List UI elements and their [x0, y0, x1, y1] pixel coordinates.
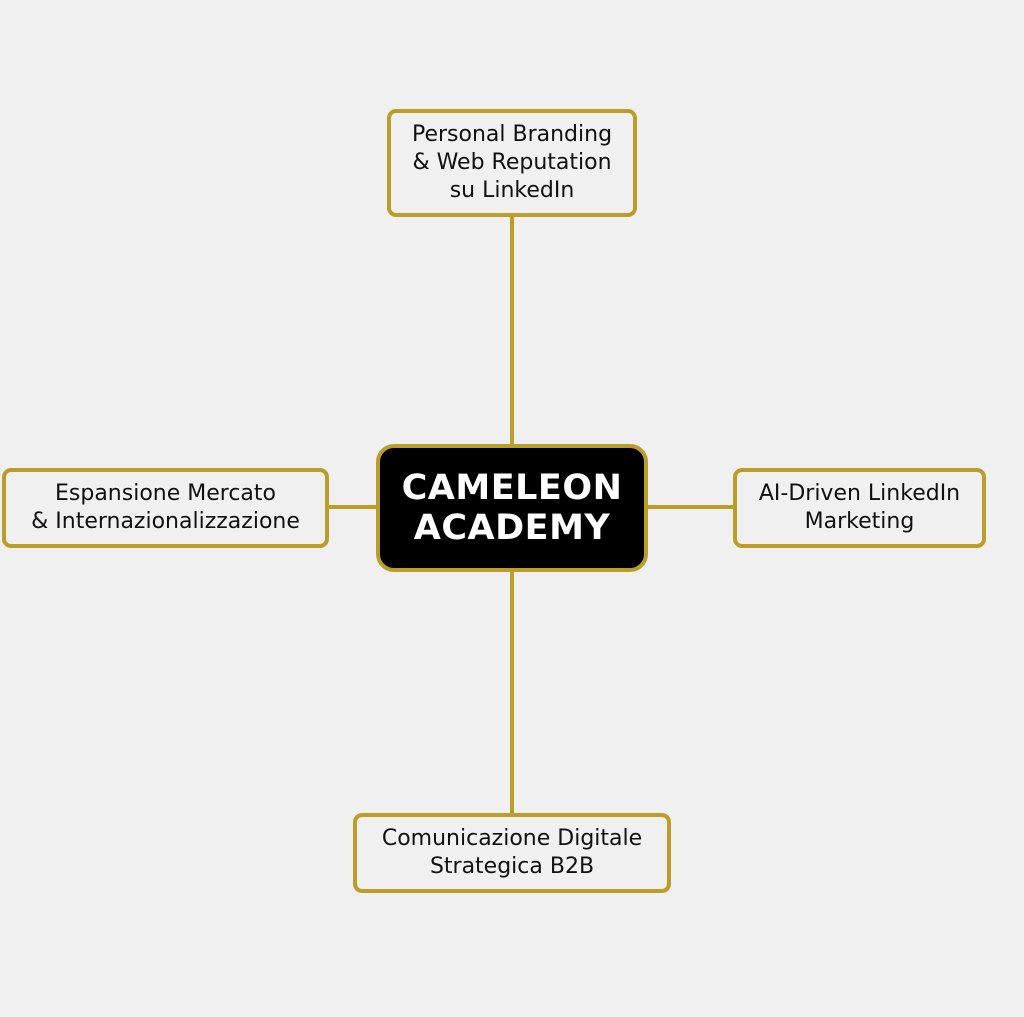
node-label: Personal Branding & Web Reputation su Li… — [412, 121, 612, 205]
center-node-line: CAMELEON — [401, 468, 623, 508]
center-node-label: CAMELEON ACADEMY — [402, 468, 623, 548]
connector-right — [646, 505, 736, 509]
center-node: CAMELEON ACADEMY — [376, 444, 648, 572]
node-label-line: Personal Branding — [411, 122, 613, 147]
node-label: Comunicazione Digitale Strategica B2B — [382, 825, 642, 881]
node-label-line: Strategica B2B — [429, 854, 595, 879]
node-label-line: & Web Reputation — [412, 150, 612, 175]
node-ai-driven-linkedin: AI-Driven LinkedIn Marketing — [733, 468, 986, 548]
node-label-line: & Internazionalizzazione — [31, 509, 300, 534]
connector-left — [326, 505, 378, 509]
node-espansione-mercato: Espansione Mercato & Internazionalizzazi… — [2, 468, 329, 548]
node-label: Espansione Mercato & Internazionalizzazi… — [31, 480, 300, 536]
node-label-line: AI-Driven LinkedIn — [758, 481, 961, 506]
node-personal-branding: Personal Branding & Web Reputation su Li… — [387, 109, 637, 217]
node-comunicazione-digitale: Comunicazione Digitale Strategica B2B — [353, 813, 671, 893]
node-label-line: Marketing — [804, 509, 915, 534]
center-node-line: ACADEMY — [413, 508, 611, 548]
connector-top — [510, 214, 514, 446]
connector-bottom — [510, 570, 514, 816]
node-label: AI-Driven LinkedIn Marketing — [759, 480, 960, 536]
node-label-line: Comunicazione Digitale — [381, 826, 643, 851]
node-label-line: Espansione Mercato — [55, 481, 276, 506]
node-label-line: su LinkedIn — [449, 178, 575, 203]
